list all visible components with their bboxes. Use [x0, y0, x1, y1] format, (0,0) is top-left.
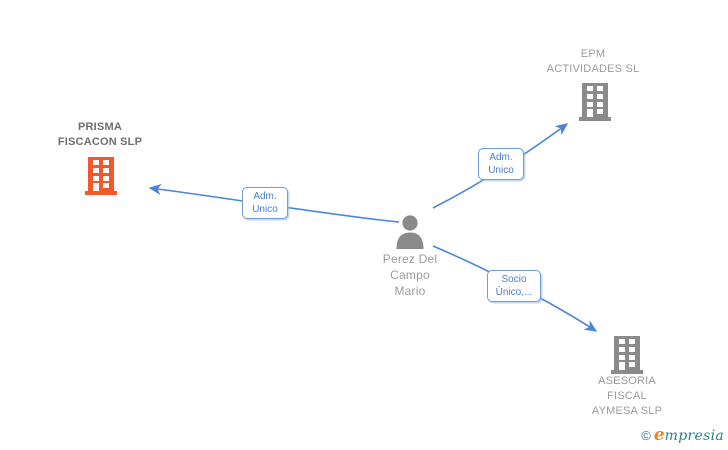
person-icon[interactable]	[394, 215, 426, 249]
brand-name-rest: mpresia	[664, 428, 724, 444]
edge-label-line: Socio	[501, 274, 527, 285]
company-name-line: ASESORIA	[598, 375, 656, 387]
person-name-line: Campo	[390, 268, 430, 282]
company-name-line: AYMESA SLP	[591, 405, 663, 417]
company-name-line: EPM	[580, 48, 606, 60]
company-name-line: FISCACON SLP	[57, 136, 143, 148]
person-name-line: Mario	[394, 284, 426, 298]
building-icon[interactable]	[611, 336, 643, 374]
edge-label-line: Unico	[488, 165, 514, 176]
company-node-prisma-fiscacon-label[interactable]: PRISMA FISCACON SLP	[20, 120, 180, 150]
person-node-perez-del-campo-label[interactable]: Perez Del Campo Mario	[330, 251, 490, 299]
empresia-watermark: ©empresia	[641, 425, 724, 445]
company-name-line: ACTIVIDADES SL	[546, 63, 640, 75]
company-node-epm-actividades-label[interactable]: EPM ACTIVIDADES SL	[513, 47, 673, 77]
company-name-line: PRISMA	[78, 121, 122, 133]
edge-label-line: Unico	[252, 204, 278, 215]
brand-letter-e: e	[653, 425, 665, 445]
person-name-line: Perez Del	[382, 252, 438, 266]
copyright-symbol: ©	[641, 428, 651, 443]
edge-label-socio-unico-asesoria[interactable]: Socio Único,...	[487, 270, 541, 302]
building-icon[interactable]	[85, 157, 117, 195]
edge-label-line: Único,...	[495, 287, 533, 298]
edge-label-adm-unico-prisma[interactable]: Adm. Unico	[242, 187, 288, 219]
edge-label-adm-unico-epm[interactable]: Adm. Unico	[478, 148, 524, 180]
building-icon[interactable]	[579, 83, 611, 121]
edge-label-line: Adm.	[489, 152, 513, 163]
edge-label-line: Adm.	[253, 191, 277, 202]
company-node-asesoria-aymesa-label[interactable]: ASESORIA FISCAL AYMESA SLP	[547, 374, 707, 419]
company-name-line: FISCAL	[607, 390, 647, 402]
